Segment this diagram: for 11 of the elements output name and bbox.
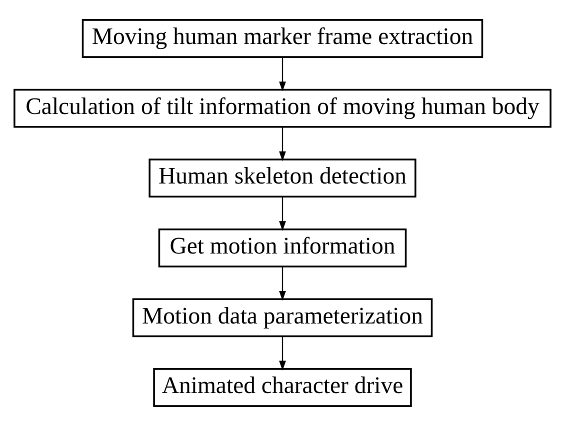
node-box: Calculation of tilt information of moving human body	[14, 88, 552, 128]
arrow	[279, 126, 286, 161]
node-box: Animated character drive	[153, 368, 412, 406]
node-box: Motion data parameterization	[132, 298, 433, 337]
node-box: Get motion information	[158, 228, 407, 267]
arrow	[279, 336, 286, 370]
node-box: Moving human marker frame extraction	[82, 18, 484, 58]
node-box: Human skeleton detection	[148, 158, 416, 198]
arrow	[279, 57, 286, 91]
arrow	[279, 266, 286, 300]
arrow	[279, 196, 286, 230]
